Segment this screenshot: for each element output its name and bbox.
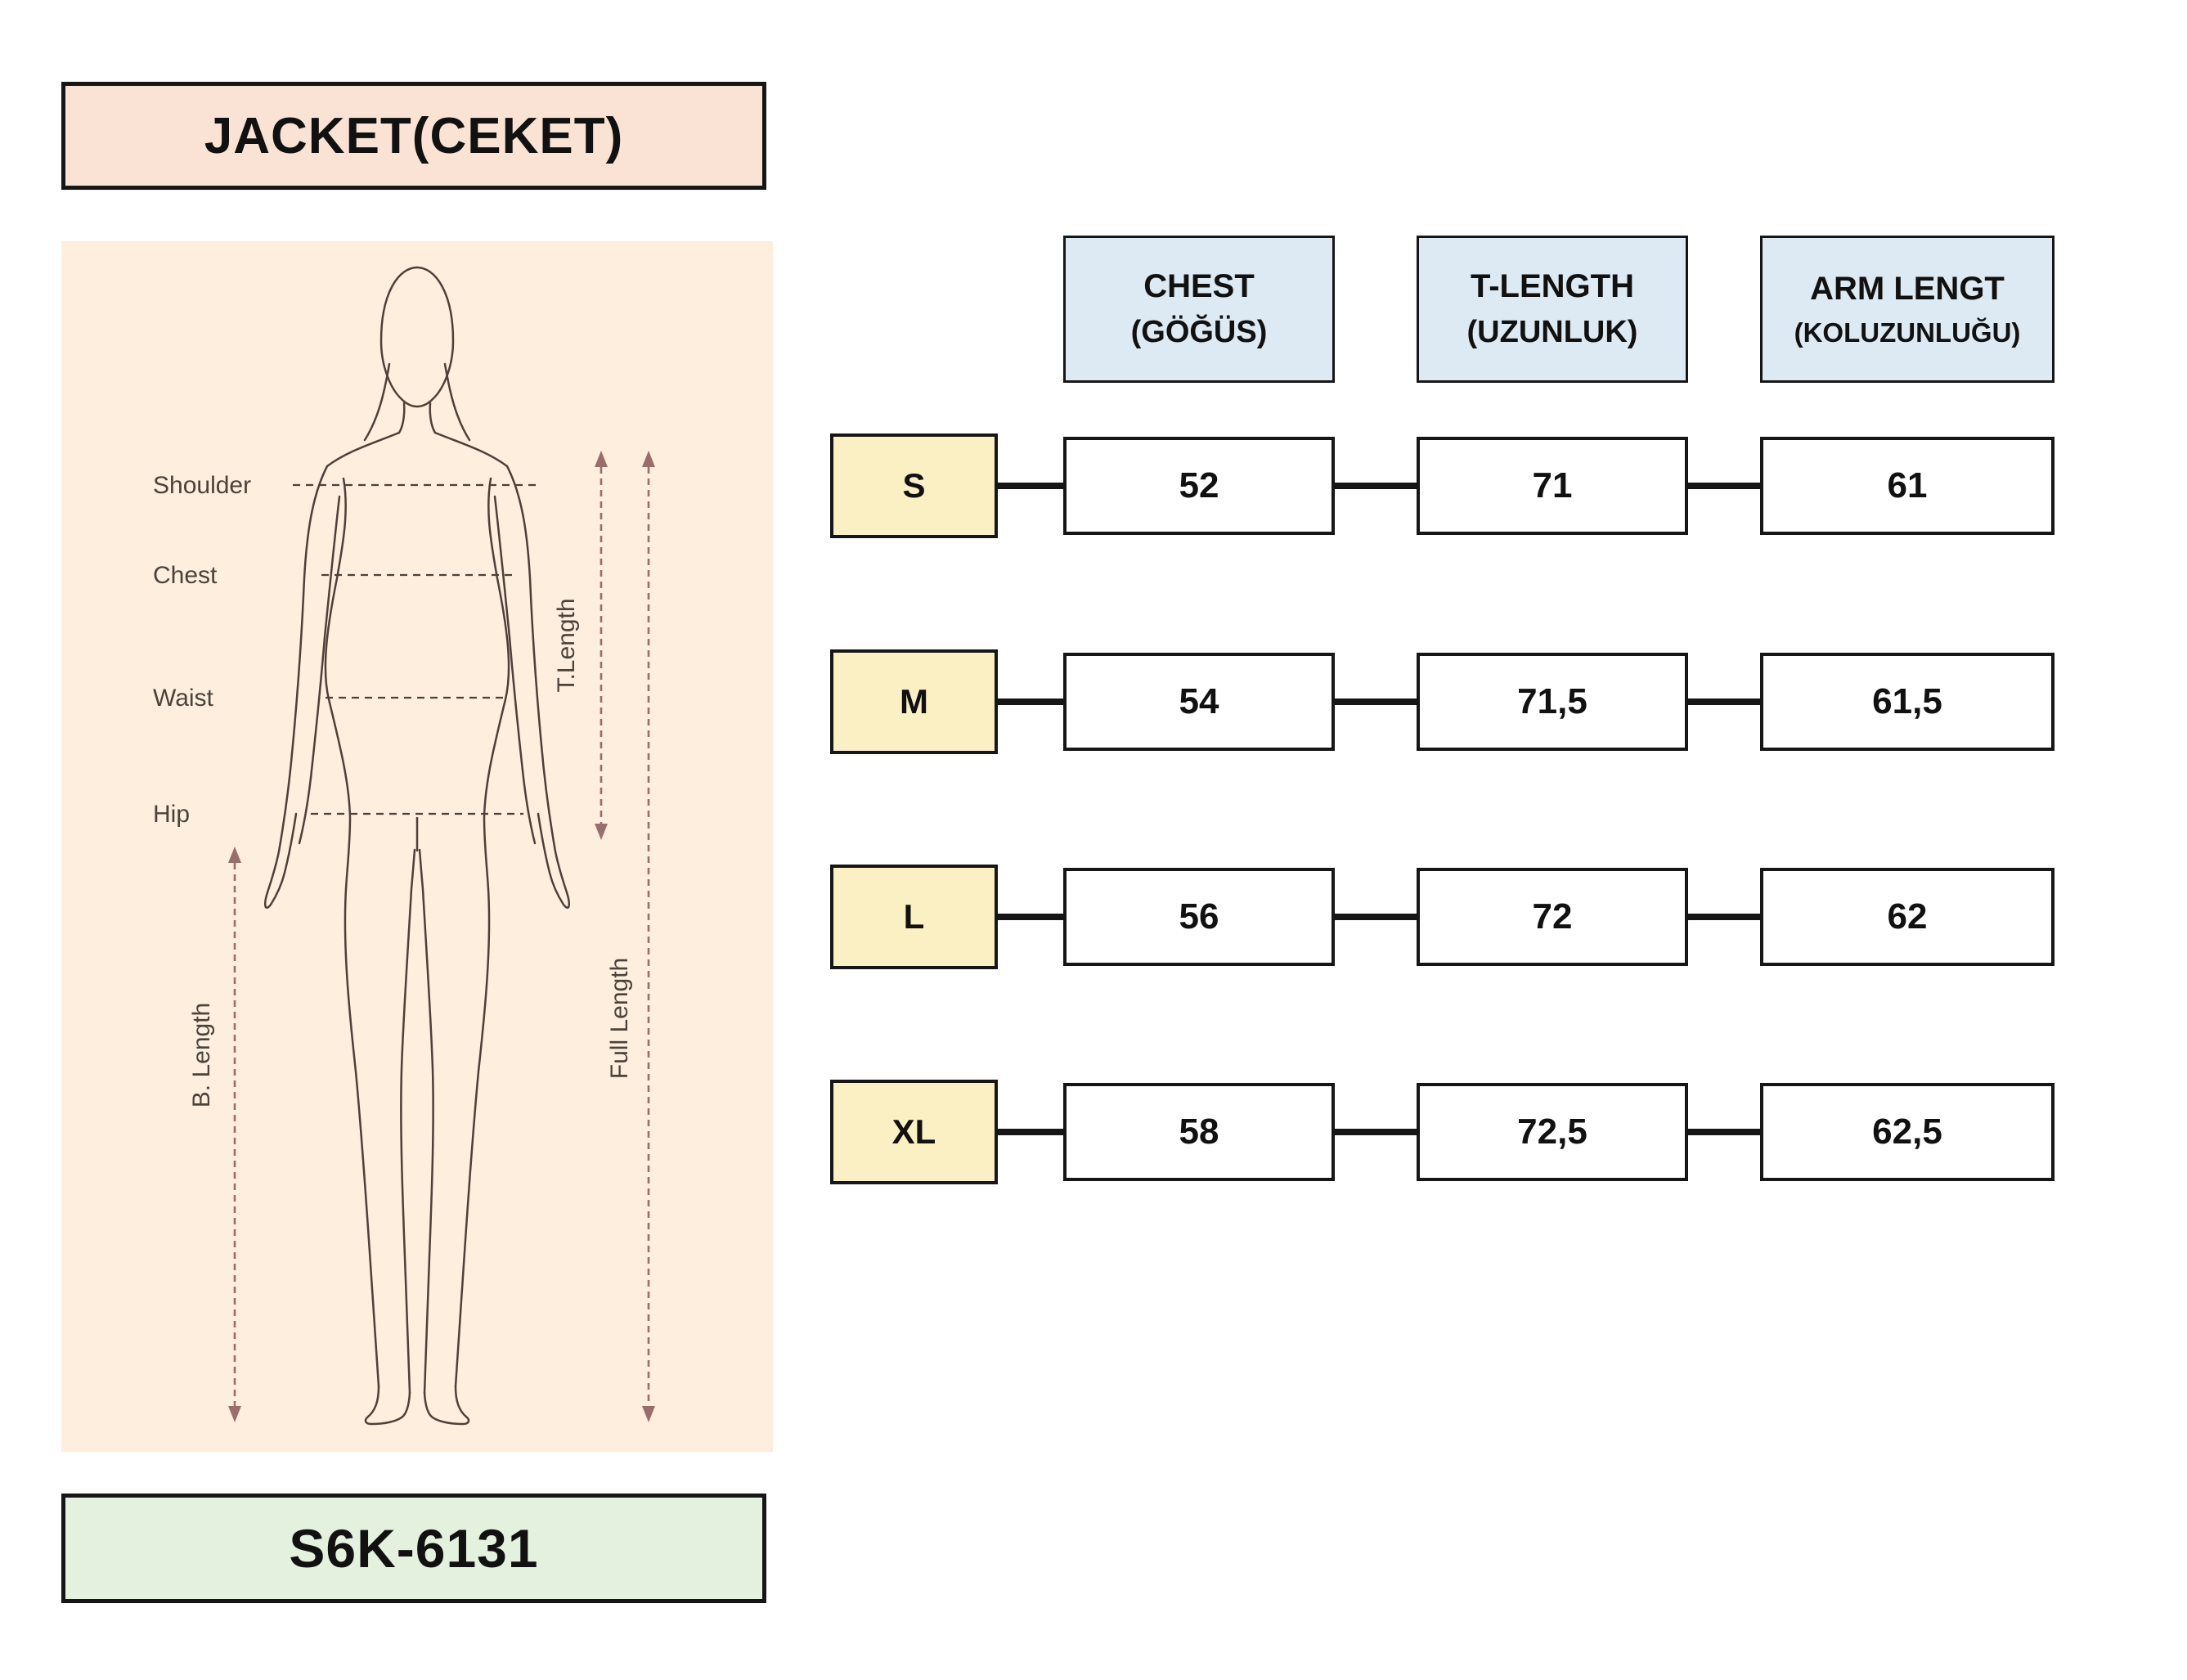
product-title-box: JACKET(CEKET) xyxy=(61,82,766,190)
connector-line xyxy=(1335,483,1417,489)
arm-length-value: 62,5 xyxy=(1760,1083,2055,1181)
arm-length-value: 62 xyxy=(1760,868,2055,966)
header-chest-subtitle: (GÖĞÜS) xyxy=(1130,315,1268,349)
connector-line xyxy=(998,483,1063,489)
waist-label: Waist xyxy=(153,685,214,712)
body-figure-illustration: Shoulder Chest Waist Hip T.Length B. Len… xyxy=(153,266,655,1426)
size-row-s: S 52 71 61 xyxy=(830,433,2055,538)
arrow-heads xyxy=(228,451,655,1422)
t-length-value: 72,5 xyxy=(1417,1083,1688,1181)
header-chest: CHEST (GÖĞÜS) xyxy=(1063,236,1335,383)
t-length-value: 71,5 xyxy=(1417,653,1688,751)
header-t-length-subtitle: (UZUNLUK) xyxy=(1466,315,1638,349)
product-code-label: S6K-6131 xyxy=(289,1518,539,1579)
header-t-length-title: T-LENGTH xyxy=(1471,268,1634,304)
shoulder-label: Shoulder xyxy=(153,472,251,499)
chest-value: 54 xyxy=(1063,653,1335,751)
header-t-length: T-LENGTH (UZUNLUK) xyxy=(1417,236,1688,383)
header-arm-length: ARM LENGT (KOLUZUNLUĞU) xyxy=(1760,236,2055,383)
arm-length-value: 61 xyxy=(1760,437,2055,535)
t-length-value: 72 xyxy=(1417,868,1688,966)
size-badge: M xyxy=(830,649,998,754)
chest-label: Chest xyxy=(153,562,218,589)
chest-value: 52 xyxy=(1063,437,1335,535)
b-length-label: B. Length xyxy=(188,1003,215,1107)
t-length-label: T.Length xyxy=(553,598,580,692)
header-arm-length-title: ARM LENGT xyxy=(1810,270,2005,307)
full-length-label: Full Length xyxy=(606,958,633,1079)
figure-outline xyxy=(263,266,419,1426)
connector-line xyxy=(998,914,1063,920)
connector-line xyxy=(1688,699,1760,705)
product-title-label: JACKET(CEKET) xyxy=(204,107,624,164)
size-badge: L xyxy=(830,865,998,969)
t-length-value: 71 xyxy=(1417,437,1688,535)
size-badge: S xyxy=(830,433,998,538)
connector-line xyxy=(998,699,1063,705)
connector-line xyxy=(1335,914,1417,920)
connector-line xyxy=(1688,1129,1760,1135)
product-code-box: S6K-6131 xyxy=(61,1494,766,1603)
size-badge: XL xyxy=(830,1080,998,1184)
arm-length-value: 61,5 xyxy=(1760,653,2055,751)
connector-line xyxy=(1335,699,1417,705)
measurement-dashed-lines xyxy=(293,483,541,815)
table-header-row: CHEST (GÖĞÜS) T-LENGTH (UZUNLUK) ARM LEN… xyxy=(830,236,2055,383)
hip-label: Hip xyxy=(153,801,190,828)
chest-value: 56 xyxy=(1063,868,1335,966)
header-chest-title: CHEST xyxy=(1143,268,1255,304)
size-row-l: L 56 72 62 xyxy=(830,865,2055,969)
chest-value: 58 xyxy=(1063,1083,1335,1181)
connector-line xyxy=(1688,914,1760,920)
figure-outline-mirror xyxy=(415,266,571,1426)
connector-line xyxy=(1688,483,1760,489)
size-row-xl: XL 58 72,5 62,5 xyxy=(830,1080,2055,1184)
measurement-arrows xyxy=(228,451,655,1422)
body-measurement-diagram: Shoulder Chest Waist Hip T.Length B. Len… xyxy=(61,241,773,1452)
connector-line xyxy=(998,1129,1063,1135)
header-arm-length-subtitle: (KOLUZUNLUĞU) xyxy=(1794,317,2021,348)
connector-line xyxy=(1335,1129,1417,1135)
size-row-m: M 54 71,5 61,5 xyxy=(830,649,2055,754)
